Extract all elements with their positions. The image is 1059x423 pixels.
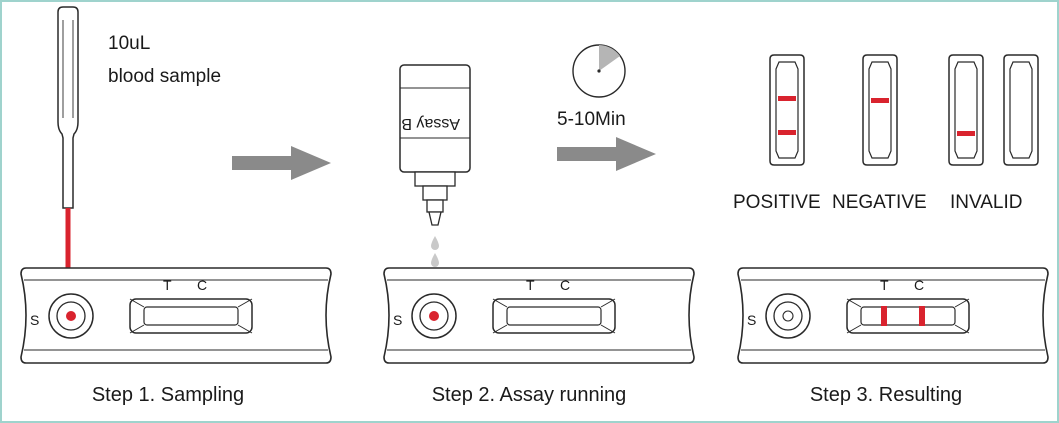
sample-volume-label: 10uL [108, 33, 150, 54]
sample-dot [429, 311, 439, 321]
control-line [778, 96, 796, 101]
control-line [871, 98, 889, 103]
sample-dot [66, 311, 76, 321]
step-2-label: Step 2. Assay running [432, 384, 627, 406]
test-line-label: T [163, 277, 172, 293]
control-line-label: C [914, 277, 924, 293]
arrow-right-icon [557, 137, 656, 171]
sample-description-label: blood sample [108, 66, 221, 87]
result-label-invalid: INVALID [950, 192, 1023, 213]
control-line [919, 306, 925, 326]
result-strip-negative [862, 54, 898, 166]
sample-well [782, 310, 794, 322]
drop-icon [431, 253, 439, 267]
bottle-label: Assay B [401, 115, 460, 132]
sample-port-label: S [30, 312, 39, 328]
result-label-positive: POSITIVE [733, 192, 821, 213]
dropper-bottle: Assay B [399, 64, 471, 226]
test-line-label: T [526, 277, 535, 293]
timer-duration-label: 5-10Min [557, 109, 626, 130]
cassette-step1 [20, 267, 332, 364]
step-1-label: Step 1. Sampling [92, 384, 244, 406]
test-line [881, 306, 887, 326]
control-line-label: C [560, 277, 570, 293]
timer-clock-icon [572, 44, 626, 98]
drop-icon [431, 236, 439, 250]
step-3-label: Step 3. Resulting [810, 384, 962, 406]
result-strip-invalid-2 [1003, 54, 1039, 166]
result-label-negative: NEGATIVE [832, 192, 927, 213]
cassette-step3 [737, 267, 1049, 364]
arrow-right-icon [232, 146, 331, 180]
blood-column [65, 208, 71, 283]
test-line [778, 130, 796, 135]
test-line-label: T [880, 277, 889, 293]
control-line-label: C [197, 277, 207, 293]
sample-port-label: S [393, 312, 402, 328]
pipette [57, 6, 79, 283]
result-strip-positive [769, 54, 805, 166]
result-strip-invalid-1 [948, 54, 984, 166]
sample-port-label: S [747, 312, 756, 328]
cassette-step2 [383, 267, 695, 364]
test-line [957, 131, 975, 136]
